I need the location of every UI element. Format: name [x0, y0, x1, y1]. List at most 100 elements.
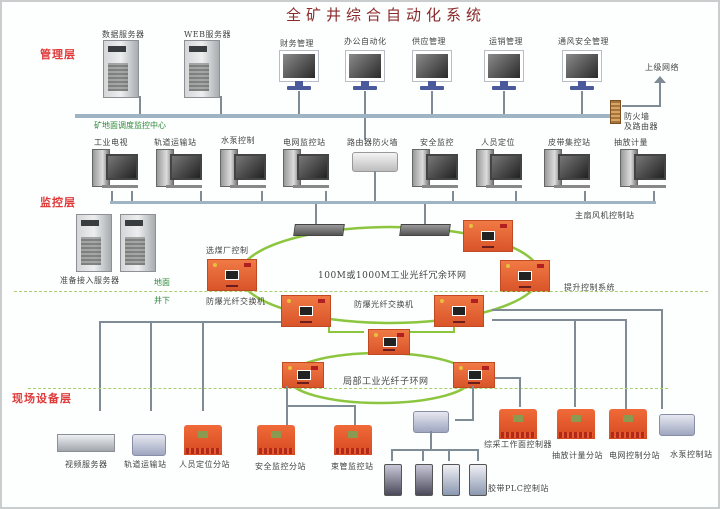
field-label-belt-plc: 胶带PLC控制站	[488, 484, 549, 493]
connector-line	[111, 191, 113, 201]
explosion-proof-switch-icon	[368, 329, 410, 355]
explosion-switch-label-left: 防爆光纤交换机	[206, 297, 266, 306]
hoist-label: 提升控制系统	[564, 283, 615, 292]
connector-line	[574, 319, 576, 407]
explosion-proof-switch-icon	[281, 295, 331, 327]
connector-line	[452, 191, 454, 201]
terminal-label-ventilation: 通风安全管理	[558, 37, 609, 46]
monitor-icon	[279, 50, 319, 94]
connector-line	[422, 449, 424, 461]
monitor-icon	[484, 50, 524, 94]
field-boundary-line	[28, 388, 668, 389]
plc-hub-icon	[413, 411, 449, 433]
standby-server-icon	[120, 214, 156, 272]
plc-unit-icon	[442, 464, 460, 496]
connector-line	[661, 309, 663, 409]
monitor-icon	[562, 50, 602, 94]
plc-unit-icon	[469, 464, 487, 496]
plc-unit-icon	[415, 464, 433, 496]
workstation-icon	[220, 149, 266, 189]
workstation-icon	[476, 149, 522, 189]
terminal-label-office: 办公自动化	[344, 37, 387, 46]
uplink-line	[659, 82, 661, 107]
connector-line	[584, 191, 586, 201]
web-server-icon	[184, 40, 220, 98]
connector-line	[364, 91, 366, 115]
workstation-label-drainage: 抽放计量	[614, 138, 648, 147]
terminal-label-supply: 供应管理	[412, 37, 446, 46]
coal-plant-label: 选煤厂控制	[206, 246, 249, 255]
drainage-substation-icon	[557, 409, 595, 439]
field-wire	[495, 377, 519, 379]
connector-line	[430, 431, 432, 450]
connector-line	[625, 319, 627, 409]
sub-ring-label: 局部工业光纤子环网	[343, 377, 429, 387]
connector-line	[391, 449, 393, 461]
connector-line	[202, 321, 204, 411]
data-server-icon	[103, 40, 139, 98]
surface-label: 地面	[154, 278, 170, 287]
connector-line	[286, 386, 288, 428]
explosion-proof-switch-icon	[282, 362, 324, 388]
field-wire	[492, 309, 662, 311]
firewall-icon	[610, 100, 621, 124]
server-label-web: WEB服务器	[184, 30, 231, 39]
video-server-icon	[57, 434, 115, 452]
workstation-icon	[283, 149, 329, 189]
layer-label-monitoring: 监控层	[40, 196, 76, 209]
rail-station-icon	[132, 434, 166, 456]
workstation-icon	[92, 149, 138, 189]
field-wire	[288, 405, 356, 407]
field-wire	[455, 419, 474, 421]
connector-line	[374, 171, 376, 201]
layer-label-management: 管理层	[40, 48, 76, 61]
field-label-mining-face: 综采工作面控制器	[484, 440, 552, 449]
connector-line	[503, 91, 505, 115]
explosion-proof-switch-icon	[434, 295, 484, 327]
uplink-line	[622, 105, 660, 107]
main-fan-label: 主扇风机控制站	[575, 211, 635, 220]
ring-switch-icon	[293, 224, 345, 236]
connector-line	[472, 386, 474, 420]
connector-line	[653, 191, 655, 201]
connector-line	[581, 91, 583, 115]
connector-line	[424, 204, 426, 224]
beam-tube-station-icon	[334, 425, 372, 455]
explosion-proof-switch-icon	[453, 362, 495, 388]
connector-line	[364, 118, 366, 140]
bus-label-dispatch-center: 矿地面调度监控中心	[94, 121, 166, 130]
workstation-label-rail: 轨道运输站	[154, 138, 197, 147]
field-wire	[391, 449, 479, 451]
main-ring-label: 100M或1000M工业光纤冗余环网	[318, 271, 467, 281]
arrow-up-icon	[654, 76, 666, 83]
field-label-video-server: 视频服务器	[65, 460, 108, 469]
diagram-title: 全矿井综合自动化系统	[286, 6, 487, 24]
plc-unit-icon	[384, 464, 402, 496]
connector-line	[220, 96, 222, 115]
field-label-pump-station: 水泵控制站	[670, 450, 713, 459]
ring-switch-icon	[399, 224, 451, 236]
connector-line	[448, 449, 450, 461]
workstation-icon	[544, 149, 590, 189]
connector-line	[200, 191, 202, 201]
management-bus	[75, 114, 615, 118]
workstation-icon	[156, 149, 202, 189]
explosion-proof-switch-icon	[463, 220, 513, 252]
field-wire	[99, 321, 281, 323]
grid-control-substation-icon	[609, 409, 647, 439]
surface-boundary-line	[14, 291, 708, 292]
explosion-proof-switch-icon	[500, 260, 550, 292]
connector-line	[519, 377, 521, 407]
workstation-label-grid: 电网监控站	[283, 138, 326, 147]
safety-substation-icon	[257, 425, 295, 455]
workstation-label-industrial-tv: 工业电视	[94, 138, 128, 147]
field-label-beam-tube: 束管监控站	[331, 462, 374, 471]
underground-label: 井下	[154, 296, 170, 305]
field-label-rail: 轨道运输站	[124, 460, 167, 469]
connector-line	[261, 191, 263, 201]
workstation-label-safety: 安全监控	[420, 138, 454, 147]
connector-line	[477, 449, 479, 461]
connector-line	[354, 405, 356, 427]
connector-line	[99, 321, 101, 411]
